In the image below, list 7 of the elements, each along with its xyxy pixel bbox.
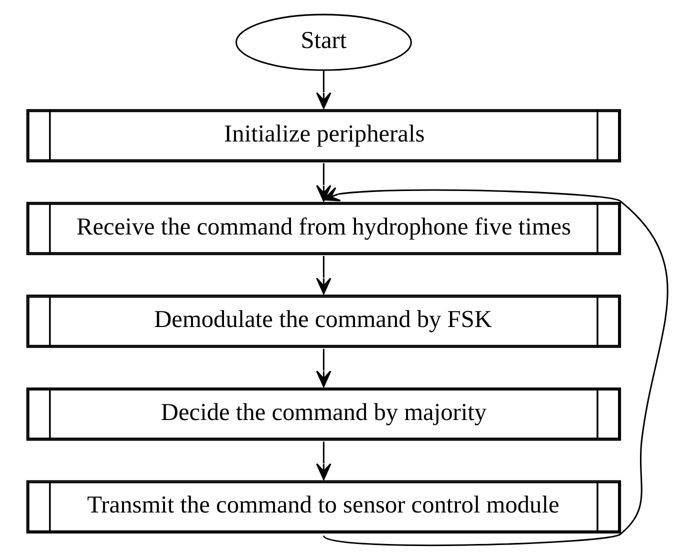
arrow xyxy=(316,348,332,388)
arrow xyxy=(316,163,332,202)
arrow xyxy=(316,256,332,294)
node-ellipse: Start xyxy=(235,14,412,71)
arrow xyxy=(316,70,332,109)
arrow xyxy=(316,442,332,480)
arrow xyxy=(322,187,668,546)
